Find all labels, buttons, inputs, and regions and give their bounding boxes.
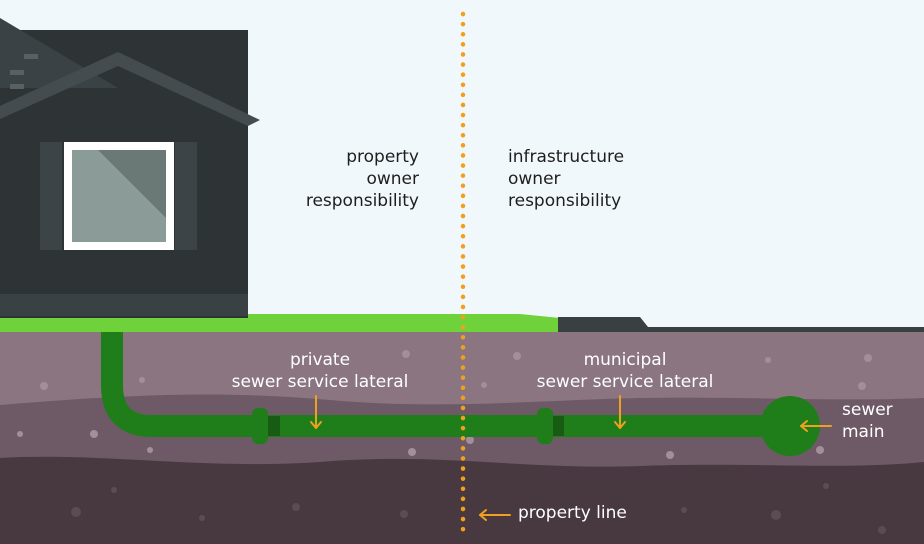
private-lateral-arrow [310,395,322,429]
sewer-pipe [101,332,820,456]
sewer-main-pipe [760,396,820,456]
right-shutter [175,142,197,250]
house [0,18,260,318]
deep-soil-specks [71,483,886,534]
property-owner-label: property owner responsibility [305,147,419,211]
pipe-coupling-municipal [537,408,553,444]
municipal-lateral-label: municipal sewer service lateral [536,350,714,392]
house-front-roof [0,52,260,126]
property-line-label: property line [518,503,627,523]
left-shutter [40,142,62,250]
soil-specks [17,350,872,459]
sewer-main-arrow [800,420,832,432]
infrastructure-owner-label: infrastructure owner responsibility [508,147,625,211]
grass-strip [0,314,560,332]
pipe-coupling-private [252,408,268,444]
window-reflection [98,150,166,218]
municipal-lateral-arrow [614,395,626,429]
sewer-main-label: sewer main [842,400,893,442]
road-edge [558,317,924,332]
house-foundation [0,294,248,316]
sewer-lateral-pipe [101,332,790,437]
property-line-arrow [479,509,511,521]
private-lateral-label: private sewer service lateral [231,350,409,392]
